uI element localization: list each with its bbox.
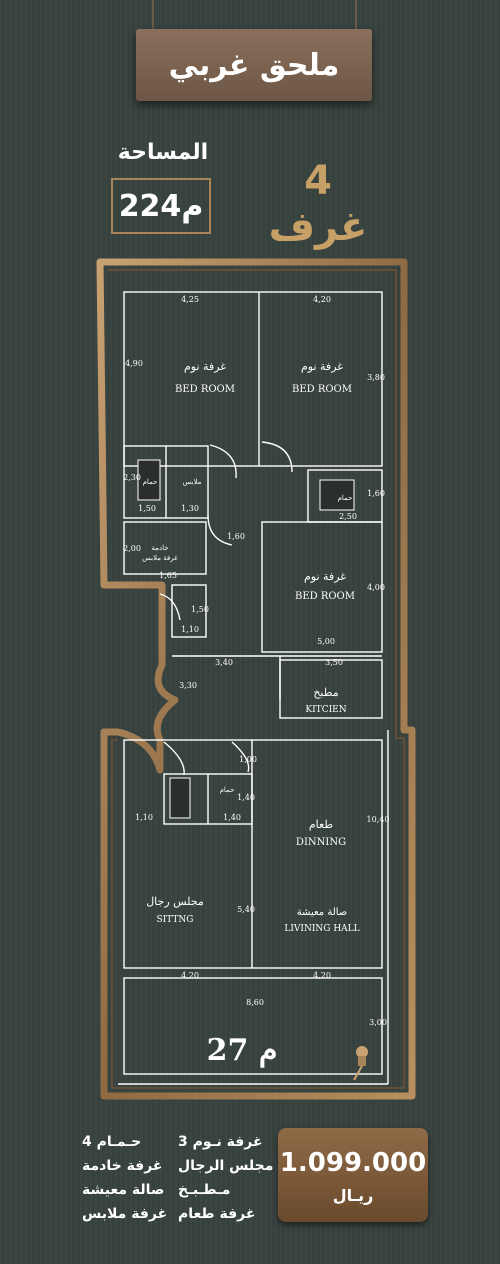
dim-label: 5,40 (237, 905, 255, 914)
room-label-ar: حمام (220, 786, 235, 794)
room-label-en: KITCIEN (305, 705, 346, 715)
room-outline (123, 291, 383, 467)
room-outline (279, 659, 383, 719)
room-label-en: BED ROOM (175, 384, 235, 395)
dim-label: 4,25 (181, 295, 199, 304)
rooms-count-title: 4 غرف (268, 158, 368, 250)
bath-fixture (137, 459, 161, 501)
feature-right-1: مجلس الرجال (178, 1158, 274, 1174)
room-label-ar: غرفة نوم (184, 360, 226, 373)
dim-label: 1,60 (367, 489, 385, 498)
feature-left-3: غرفة ملابس (82, 1206, 168, 1222)
dim-label: 3,40 (215, 658, 233, 667)
dim-label: 1,40 (223, 813, 241, 822)
room-label-ar: مطبخ (313, 686, 338, 699)
room-label-ar: غرفة نوم (304, 570, 346, 583)
room-label-ar: خادمة (151, 544, 168, 552)
area-box: 224م (111, 178, 211, 234)
outer-wall-inner (108, 269, 405, 1089)
dim-label: 1,50 (138, 504, 156, 513)
terrace-area: 27 م (207, 1033, 278, 1068)
dim-label: 1,60 (227, 532, 245, 541)
dimension-labels: 4,25 4,20 4,90 3,80 2,30 1,50 1,30 1,60 … (123, 295, 389, 1027)
room-outline (171, 584, 207, 638)
dim-label: 1,50 (191, 605, 209, 614)
feature-right-0: 3 غرفة نـوم (178, 1134, 263, 1150)
dim-label: 4,20 (181, 971, 199, 980)
hanging-rope (152, 0, 154, 34)
room-outline (123, 977, 383, 1075)
room-label-en: BED ROOM (295, 591, 355, 602)
price-amount: 1.099.000 (279, 1148, 427, 1178)
title-text: ملحق غربي (168, 47, 340, 83)
dim-label: 1,10 (135, 813, 153, 822)
room-outline (123, 739, 383, 969)
room-label-ar: ملابس (183, 478, 202, 486)
dim-label: 1,30 (181, 504, 199, 513)
room-label-ar: غرفة نوم (301, 360, 343, 373)
room-label-ar: طعام (309, 818, 333, 831)
feature-right-2: مـطـبـخ (178, 1182, 231, 1198)
room-label-ar: غرفة ملابس (142, 554, 178, 562)
dim-label: 4,20 (313, 295, 331, 304)
room-label-ar: صالة معيشة (297, 907, 348, 918)
dim-label: 4,20 (313, 971, 331, 980)
feature-right-3: غرفة طعام (178, 1206, 256, 1222)
price-box: 1.099.000 ريـال (278, 1128, 428, 1222)
hanging-rope (355, 0, 357, 34)
room-outline (261, 521, 383, 653)
dim-label: 3,30 (179, 681, 197, 690)
room-label-en: DINNING (296, 837, 346, 848)
dim-label: 3,00 (369, 1018, 387, 1027)
outer-wall (96, 258, 416, 1100)
room-label-en: SITTNG (157, 915, 194, 925)
area-label: المساحة (117, 140, 209, 165)
dim-label: 5,00 (317, 637, 335, 646)
dim-label: 2,00 (123, 544, 141, 553)
dim-label: 3,50 (325, 658, 343, 667)
dim-label: 2,50 (339, 512, 357, 521)
interior-walls (118, 291, 389, 1085)
room-outline (123, 521, 207, 575)
dim-label: 10,40 (367, 815, 390, 824)
dim-label: 1,10 (181, 625, 199, 634)
feature-left-0: 4 حـمـام (82, 1134, 142, 1150)
dim-label: 1,65 (159, 571, 177, 580)
bath-fixture (319, 479, 355, 511)
room-label-en: BED ROOM (292, 384, 352, 395)
dim-label: 1,40 (237, 793, 255, 802)
room-label-ar: حمام (143, 478, 158, 486)
dim-label: 4,00 (367, 583, 385, 592)
area-value: 224م (118, 188, 204, 224)
dim-label: 1,00 (239, 755, 257, 764)
room-label-ar: حمام (338, 494, 353, 502)
dim-label: 4,90 (125, 359, 143, 368)
feature-left-2: صالة معيشة (82, 1182, 165, 1198)
bath-fixture (169, 777, 191, 819)
dim-label: 8,60 (246, 998, 264, 1007)
room-label-ar: مجلس رجال (146, 895, 204, 908)
price-currency: ريـال (332, 1186, 374, 1205)
dim-label: 3,80 (367, 373, 385, 382)
room-label-en: LIVINING HALL (284, 924, 359, 934)
title-sign: ملحق غربي (136, 29, 372, 101)
pushpin-icon (353, 1046, 368, 1081)
dim-label: 2,30 (123, 473, 141, 482)
feature-left-1: غرفة خادمة (82, 1158, 163, 1174)
